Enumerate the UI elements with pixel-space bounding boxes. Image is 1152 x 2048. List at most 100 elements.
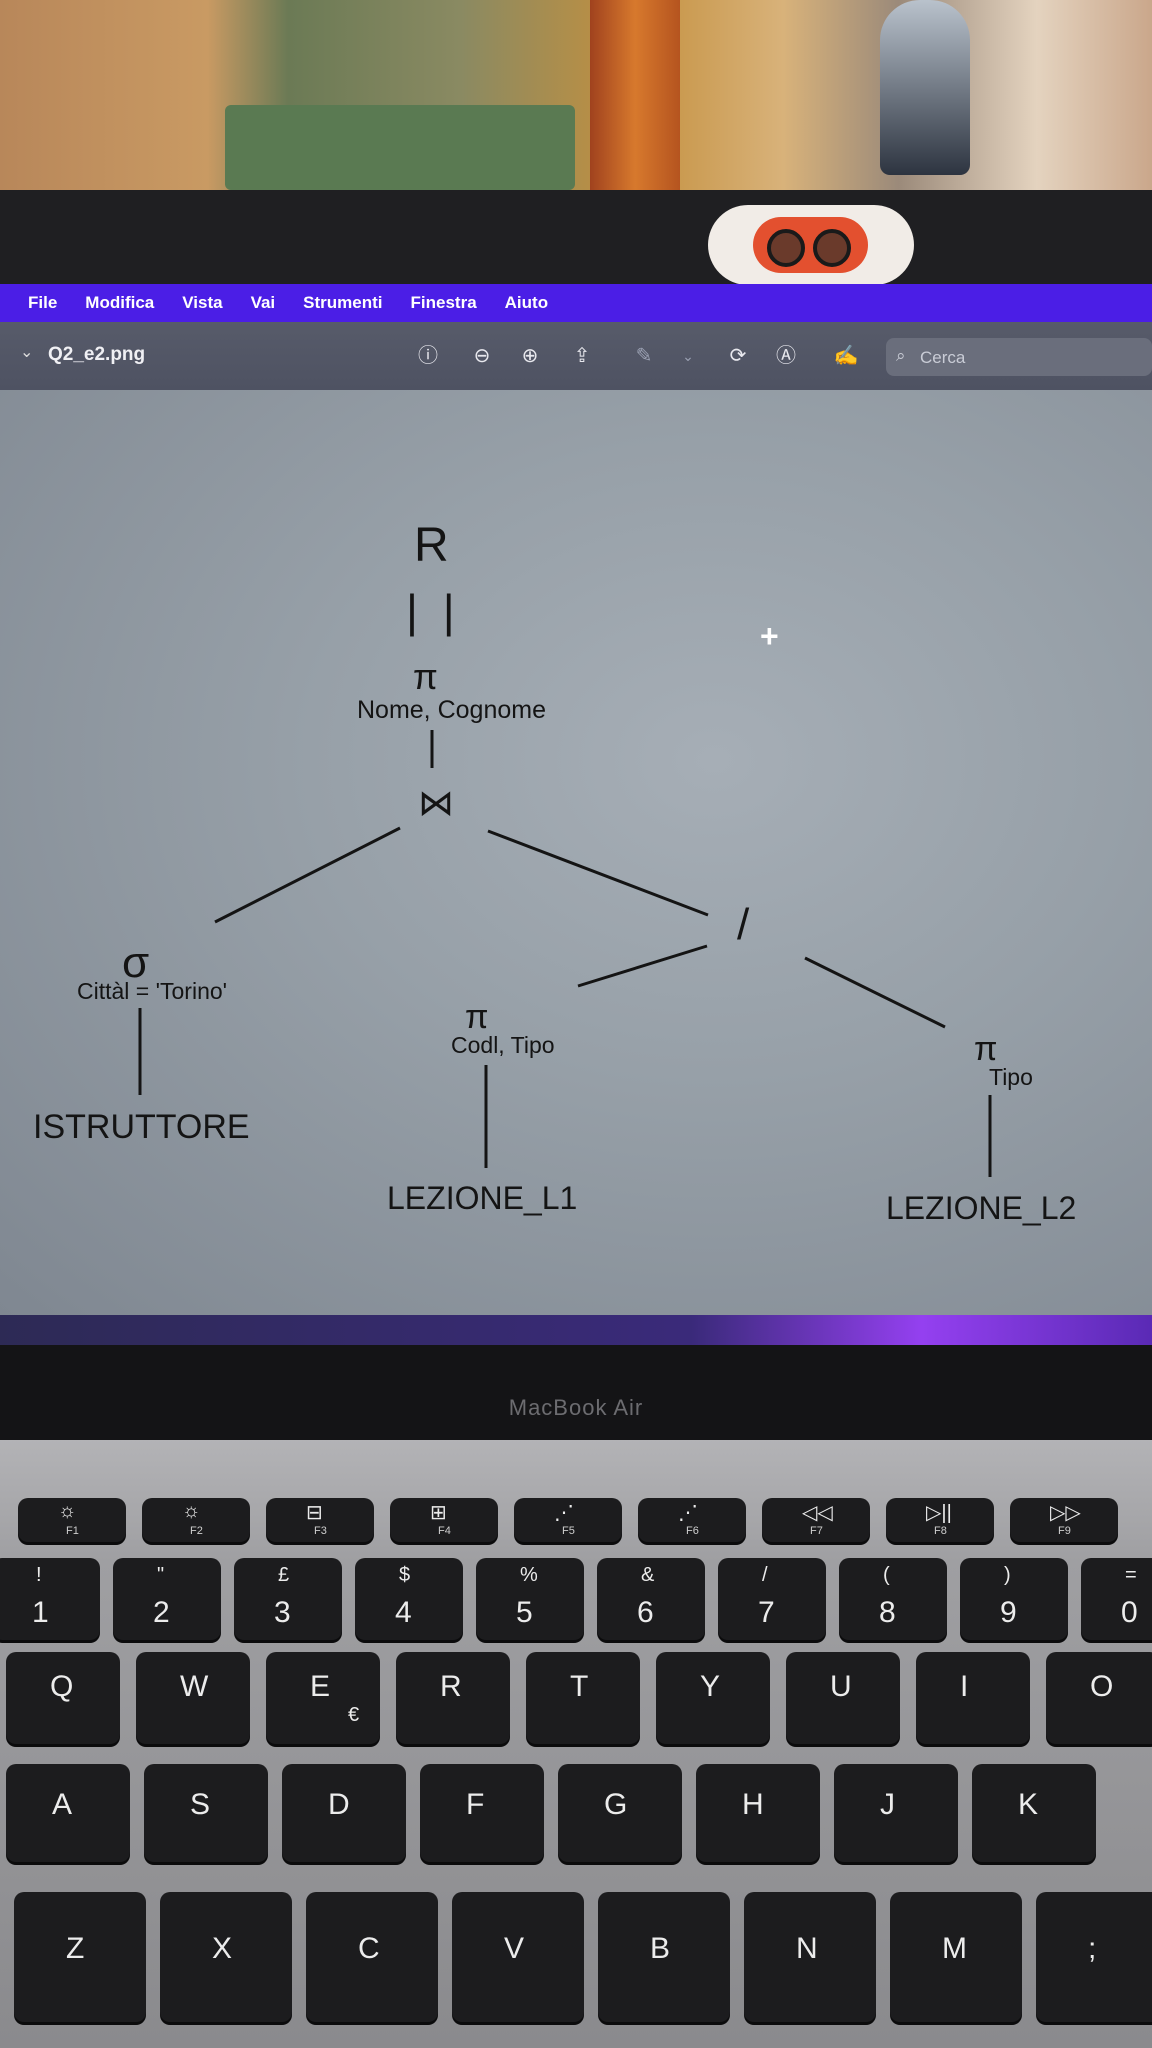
key-n[interactable]: N bbox=[744, 1892, 876, 2022]
key-z[interactable]: Z bbox=[14, 1892, 146, 2022]
division-symbol: / bbox=[737, 900, 750, 949]
key-shift-symbol: ( bbox=[883, 1564, 890, 1586]
fn-icon: ☼ bbox=[58, 1500, 77, 1522]
webcam-cover-sticker bbox=[753, 217, 868, 273]
rotate-icon[interactable]: ⟳ bbox=[729, 345, 747, 367]
key-f6[interactable]: ⋰F6 bbox=[638, 1498, 746, 1542]
result-relation: R bbox=[414, 519, 449, 572]
key-f3[interactable]: ⊟F3 bbox=[266, 1498, 374, 1542]
key-j[interactable]: J bbox=[834, 1764, 958, 1862]
key-f[interactable]: F bbox=[420, 1764, 544, 1862]
key-a[interactable]: A bbox=[6, 1764, 130, 1862]
zoom-in-icon[interactable]: ⊕ bbox=[521, 345, 539, 367]
key-1[interactable]: !1 bbox=[0, 1558, 100, 1640]
fn-icon: ▷|| bbox=[926, 1502, 952, 1524]
key-label: A bbox=[52, 1788, 73, 1821]
menu-aiuto[interactable]: Aiuto bbox=[504, 293, 549, 312]
menu-file[interactable]: File bbox=[28, 293, 58, 312]
key-f1[interactable]: ☼ F1 bbox=[18, 1498, 126, 1542]
key-5[interactable]: %5 bbox=[476, 1558, 584, 1640]
key-6[interactable]: &6 bbox=[597, 1558, 705, 1640]
key-label: N bbox=[796, 1932, 818, 1965]
menu-bar: File Modifica Vista Vai Strumenti Finest… bbox=[0, 284, 1152, 322]
key-e[interactable]: E€ bbox=[266, 1652, 380, 1744]
cabinet bbox=[225, 105, 575, 190]
key-t[interactable]: T bbox=[526, 1652, 640, 1744]
fn-label: F2 bbox=[190, 1525, 203, 1537]
chevron-down-icon[interactable]: ⌄ bbox=[682, 348, 694, 364]
signature-icon[interactable]: ✍ bbox=[833, 345, 859, 367]
pi-symbol: π bbox=[465, 998, 489, 1036]
relational-algebra-tree: R | | π Nome, Cognome ⋈ / σ Cittàl = 'To… bbox=[0, 390, 1152, 1315]
key-4[interactable]: $4 bbox=[355, 1558, 463, 1640]
key-label: U bbox=[830, 1670, 852, 1703]
annotate-icon[interactable]: Ⓐ bbox=[776, 345, 796, 367]
markup-pen-icon[interactable]: ✎ bbox=[635, 345, 653, 367]
key-b[interactable]: B bbox=[598, 1892, 730, 2022]
key-f8[interactable]: ▷||F8 bbox=[886, 1498, 994, 1542]
menu-vista[interactable]: Vista bbox=[182, 293, 223, 312]
key-w[interactable]: W bbox=[136, 1652, 250, 1744]
key-2[interactable]: "2 bbox=[113, 1558, 221, 1640]
key-label: 2 bbox=[153, 1596, 170, 1629]
search-input[interactable]: ⌕ Cerca bbox=[886, 338, 1152, 376]
key-label: J bbox=[880, 1788, 895, 1821]
key-shift-symbol: = bbox=[1125, 1564, 1137, 1586]
key-label: F bbox=[466, 1788, 485, 1821]
fn-icon: ◁◁ bbox=[802, 1502, 833, 1524]
euro-symbol: € bbox=[348, 1704, 360, 1726]
key-0[interactable]: =0 bbox=[1081, 1558, 1152, 1640]
key-h[interactable]: H bbox=[696, 1764, 820, 1862]
key-f7[interactable]: ◁◁F7 bbox=[762, 1498, 870, 1542]
key-g[interactable]: G bbox=[558, 1764, 682, 1862]
key-9[interactable]: )9 bbox=[960, 1558, 1068, 1640]
share-icon[interactable]: ⇪ bbox=[573, 345, 591, 367]
pi-symbol: π bbox=[974, 1030, 998, 1068]
key-m[interactable]: M bbox=[890, 1892, 1022, 2022]
key-o[interactable]: O bbox=[1046, 1652, 1152, 1744]
key-k[interactable]: K bbox=[972, 1764, 1096, 1862]
laptop-brand: MacBook Air bbox=[508, 1395, 644, 1420]
key-label: 4 bbox=[395, 1596, 412, 1629]
key-y[interactable]: Y bbox=[656, 1652, 770, 1744]
tree-edges bbox=[138, 730, 992, 1177]
key-label: O bbox=[1090, 1670, 1114, 1703]
zoom-out-icon[interactable]: ⊖ bbox=[473, 345, 491, 367]
key-s[interactable]: S bbox=[144, 1764, 268, 1862]
menu-strumenti[interactable]: Strumenti bbox=[303, 293, 383, 312]
key-f5[interactable]: ⋰F5 bbox=[514, 1498, 622, 1542]
fn-icon: ☼ bbox=[182, 1500, 201, 1522]
fn-label: F1 bbox=[66, 1525, 79, 1537]
key-f4[interactable]: ⊞F4 bbox=[390, 1498, 498, 1542]
curtain bbox=[590, 0, 680, 190]
key-r[interactable]: R bbox=[396, 1652, 510, 1744]
key-c[interactable]: C bbox=[306, 1892, 438, 2022]
key-f9[interactable]: ▷▷F9 bbox=[1010, 1498, 1118, 1542]
menu-vai[interactable]: Vai bbox=[250, 293, 276, 312]
key-shift-symbol: % bbox=[520, 1564, 538, 1586]
key-shift-symbol: ) bbox=[1004, 1564, 1011, 1586]
info-icon[interactable]: ⓘ bbox=[418, 345, 438, 367]
key-d[interactable]: D bbox=[282, 1764, 406, 1862]
assignment-symbol: | | bbox=[406, 585, 461, 637]
image-viewer[interactable] bbox=[0, 390, 1152, 1315]
key-8[interactable]: (8 bbox=[839, 1558, 947, 1640]
eye-icon bbox=[767, 229, 805, 267]
fn-label: F3 bbox=[314, 1525, 327, 1537]
key-label: 0 bbox=[1121, 1596, 1138, 1629]
key-u[interactable]: U bbox=[786, 1652, 900, 1744]
key-i[interactable]: I bbox=[916, 1652, 1030, 1744]
menu-finestra[interactable]: Finestra bbox=[410, 293, 477, 312]
key-x[interactable]: X bbox=[160, 1892, 292, 2022]
key-f2[interactable]: ☼ F2 bbox=[142, 1498, 250, 1542]
key-q[interactable]: Q bbox=[6, 1652, 120, 1744]
menu-modifica[interactable]: Modifica bbox=[85, 293, 155, 312]
key-shift-symbol: £ bbox=[278, 1564, 290, 1586]
key-v[interactable]: V bbox=[452, 1892, 584, 2022]
key-semicolon[interactable]: ; bbox=[1036, 1892, 1152, 2022]
key-7[interactable]: /7 bbox=[718, 1558, 826, 1640]
chevron-down-icon[interactable]: ⌄ bbox=[20, 344, 34, 361]
table-lezione-l1: LEZIONE_L1 bbox=[387, 1180, 578, 1216]
key-label: R bbox=[440, 1670, 462, 1703]
key-3[interactable]: £3 bbox=[234, 1558, 342, 1640]
